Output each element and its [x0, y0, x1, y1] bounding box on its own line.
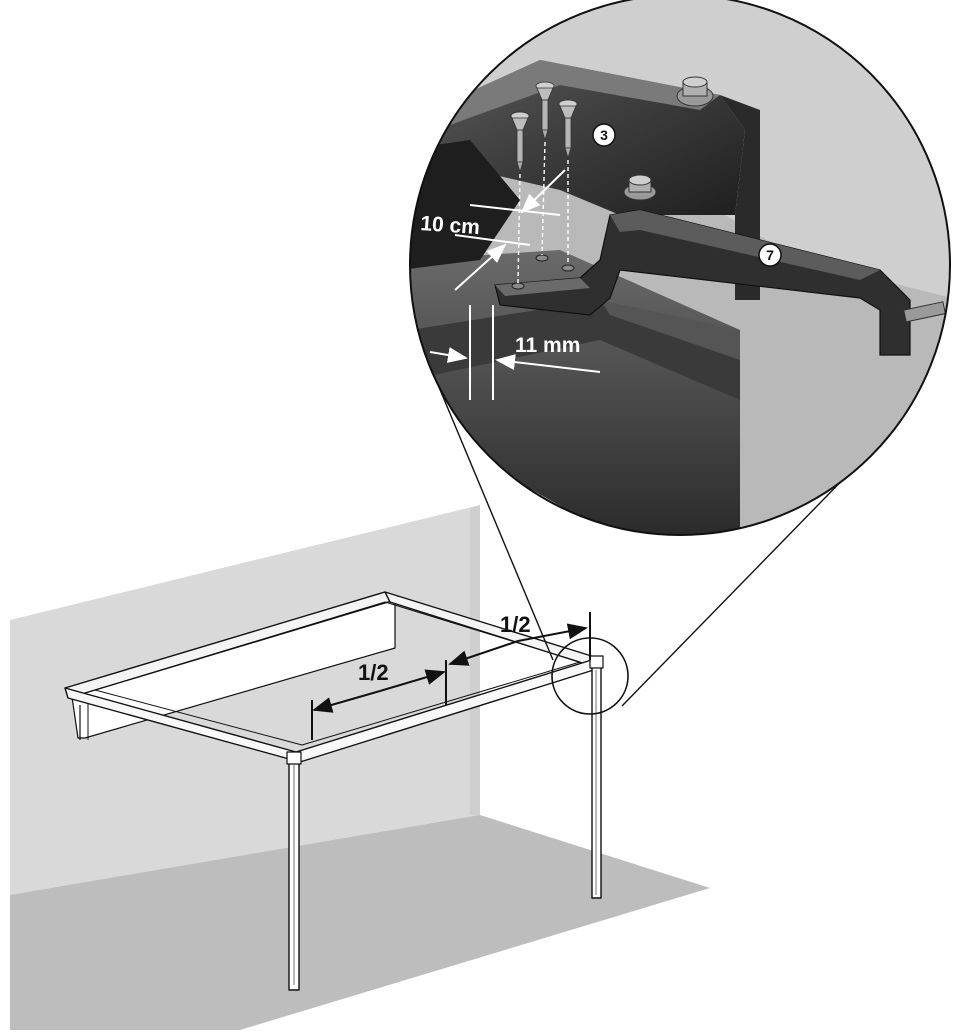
zoom-detail [410, 0, 950, 535]
hex-bolt-upper [676, 76, 714, 107]
table-frame [64, 591, 604, 991]
room-scene [10, 505, 710, 1030]
screw-guide-lines [517, 141, 569, 284]
dim-front-arrow-right [379, 669, 446, 692]
floor-wall-seam [470, 505, 480, 815]
screws-part-3 [510, 81, 578, 174]
dim-side-arrow-right [517, 623, 588, 642]
bracket-part-7 [494, 209, 946, 356]
rear-panel [71, 599, 396, 739]
dim-front-arrow-left [312, 690, 381, 713]
zoom-circle-outline [409, 0, 951, 536]
screw-right [558, 99, 578, 160]
callout-badge-3: 3 [592, 123, 616, 147]
svg-text:3: 3 [600, 127, 608, 143]
hex-bolt-lower [623, 174, 657, 201]
leader-line-left [435, 379, 554, 661]
floor [10, 815, 710, 1030]
corner-detail-circle [551, 637, 629, 715]
frame-inner-outline [94, 601, 581, 746]
dim-11mm [429, 305, 601, 400]
leader-line-right [621, 461, 861, 707]
screw-middle [535, 81, 555, 142]
label-10cm: 10 cm [420, 212, 481, 239]
front-right-leg [591, 665, 602, 899]
table-dimensions [311, 612, 591, 740]
label-half-front: 1/2 [358, 660, 389, 685]
label-half-side: 1/2 [500, 612, 531, 637]
dim-side-arrow-left [448, 640, 519, 666]
svg-text:7: 7 [766, 247, 774, 263]
callout-badge-7: 7 [758, 243, 782, 267]
detail-leader [435, 379, 861, 715]
dim-10cm [454, 169, 566, 291]
label-11mm: 11 mm [515, 334, 580, 357]
screw-left [510, 111, 530, 174]
